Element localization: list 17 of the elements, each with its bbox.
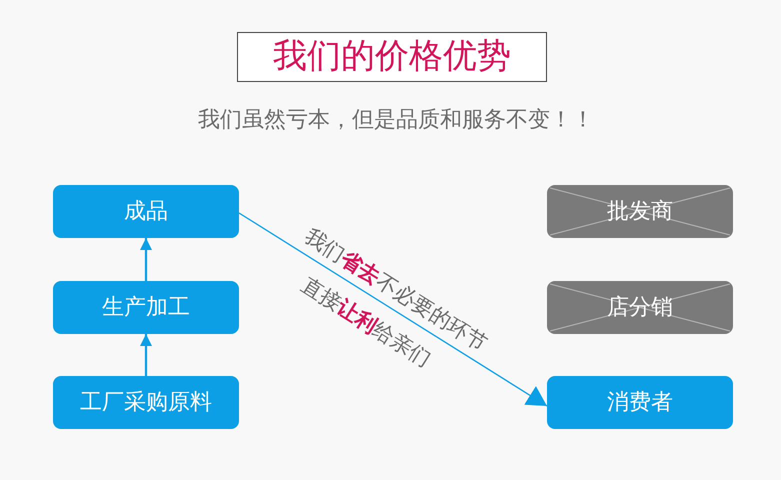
title-banner: 我们的价格优势 bbox=[237, 32, 547, 82]
box-label: 店分销 bbox=[607, 294, 673, 320]
box-label: 工厂采购原料 bbox=[80, 390, 212, 416]
box-label: 消费者 bbox=[607, 390, 673, 416]
process-box bbox=[53, 376, 239, 429]
process-box bbox=[547, 185, 733, 238]
process-box bbox=[53, 281, 239, 334]
arrow bbox=[140, 238, 152, 281]
subtitle: 我们虽然亏本，但是品质和服务不变！！ bbox=[198, 106, 594, 134]
box-label: 成品 bbox=[124, 198, 168, 224]
process-box bbox=[547, 376, 733, 429]
process-box bbox=[53, 185, 239, 238]
box-label: 生产加工 bbox=[102, 294, 190, 320]
process-box bbox=[547, 281, 733, 334]
box-label: 批发商 bbox=[607, 198, 673, 224]
arrow bbox=[140, 334, 152, 376]
arrow bbox=[238, 212, 548, 407]
